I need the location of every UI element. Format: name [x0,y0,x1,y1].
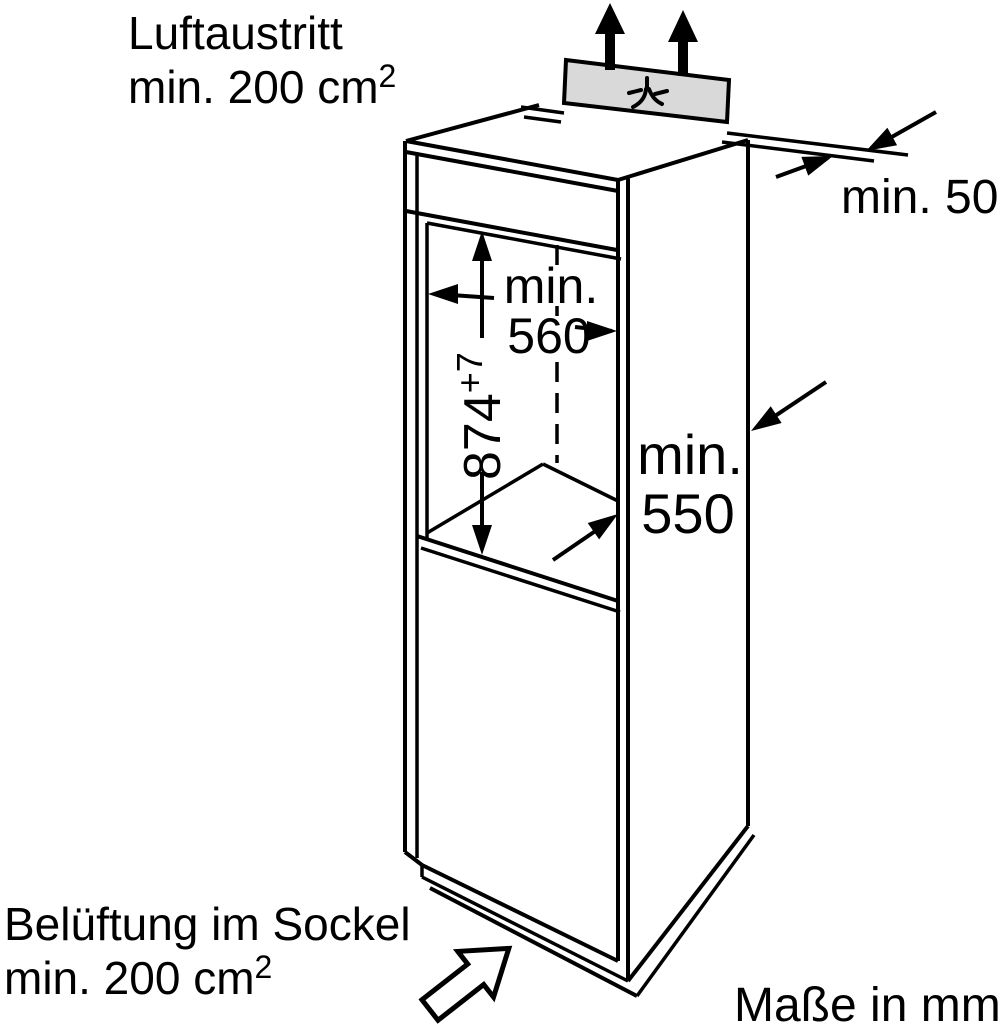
hollow-up-right-arrow-icon [418,945,513,1024]
air-outlet-arrow-right-icon [668,10,698,76]
base-vent-area-exponent: 2 [255,949,273,985]
base-airflow-arrow-shape [418,945,513,1024]
dim874-arrowhead-down-icon [472,525,492,555]
air-outlet-min-area: min. 200 cm [128,61,379,113]
door-top-edge [420,546,621,614]
top-panel-bottom-edge [405,209,618,252]
dim-niche-height-value: 874 [454,393,512,480]
dim-rear-gap-label: min. 50 [841,171,998,224]
dim-niche-height-tolerance: +7 [449,352,490,393]
top-back-edge-left-b [523,115,562,124]
air-outlet-area-exponent: 2 [379,58,397,94]
diagram-labels: Luftaustritt min. 200 cm2 Belüftung im S… [4,7,1001,1024]
dim-niche-height: 874+7 [449,231,512,555]
dim-niche-height-label: 874+7 [449,352,512,480]
base-vent-label-line1: Belüftung im Sockel [4,898,411,950]
dim-niche-width: min. 560 [428,258,617,364]
top-back-edge-left-a [520,105,565,115]
side-bottom-edge-a [626,824,750,983]
top-panel-top-edge [405,150,619,193]
plinth-slot-line [421,875,629,983]
air-outlet-label-line2: min. 200 cm2 [128,58,396,113]
wall-line-lower [721,140,875,163]
dim560-arrowhead-left-icon [428,284,458,304]
air-outlet-vent-panel [561,57,732,125]
dim-rear-gap: min. 50 [775,110,998,224]
dim-niche-depth-label-1: min. [637,423,743,486]
air-outlet-arrow-left-icon [595,3,625,70]
side-pointer-arrowhead-icon [751,406,782,431]
dim50-arrowhead-upper-icon [866,127,898,151]
wall-line-upper [726,131,909,157]
plinth-top-line [421,863,619,963]
cabinet-outline [403,103,909,998]
dim560-arrowhead-right-icon [587,321,617,341]
niche-floor-back-edge [542,462,619,503]
plinth-bottom-line [429,886,638,998]
units-note: Maße in mm [734,979,1001,1024]
dim-niche-width-label-2: 560 [507,308,590,364]
dim874-arrowhead-up-icon [472,231,492,261]
dim-niche-depth: min. 550 [551,423,743,562]
dim50-arrowhead-lower-icon [801,156,833,176]
side-panel-pointer [751,380,828,431]
base-vent-label-line2: min. 200 cm2 [4,949,272,1004]
niche-ceiling-edge [426,221,622,261]
top-face-front-edge [405,139,619,182]
top-face-right-edge [617,138,749,182]
dim-niche-width-label-1: min. [504,258,598,314]
top-face-left-edge [405,103,540,143]
air-outlet-label-line1: Luftaustritt [128,7,343,59]
niche-floor-left-edge [426,462,544,535]
side-bottom-edge-b [635,833,756,998]
niche-floor-front-edge [416,534,619,603]
two-up-arrows-icon [595,3,698,76]
base-vent-min-area: min. 200 cm [4,952,255,1004]
dim550-arrowhead-icon [587,514,618,540]
dim-niche-depth-label-2: 550 [641,482,734,545]
airflow-vent-symbol-icon [627,76,669,109]
door-bottom-step [403,850,424,867]
